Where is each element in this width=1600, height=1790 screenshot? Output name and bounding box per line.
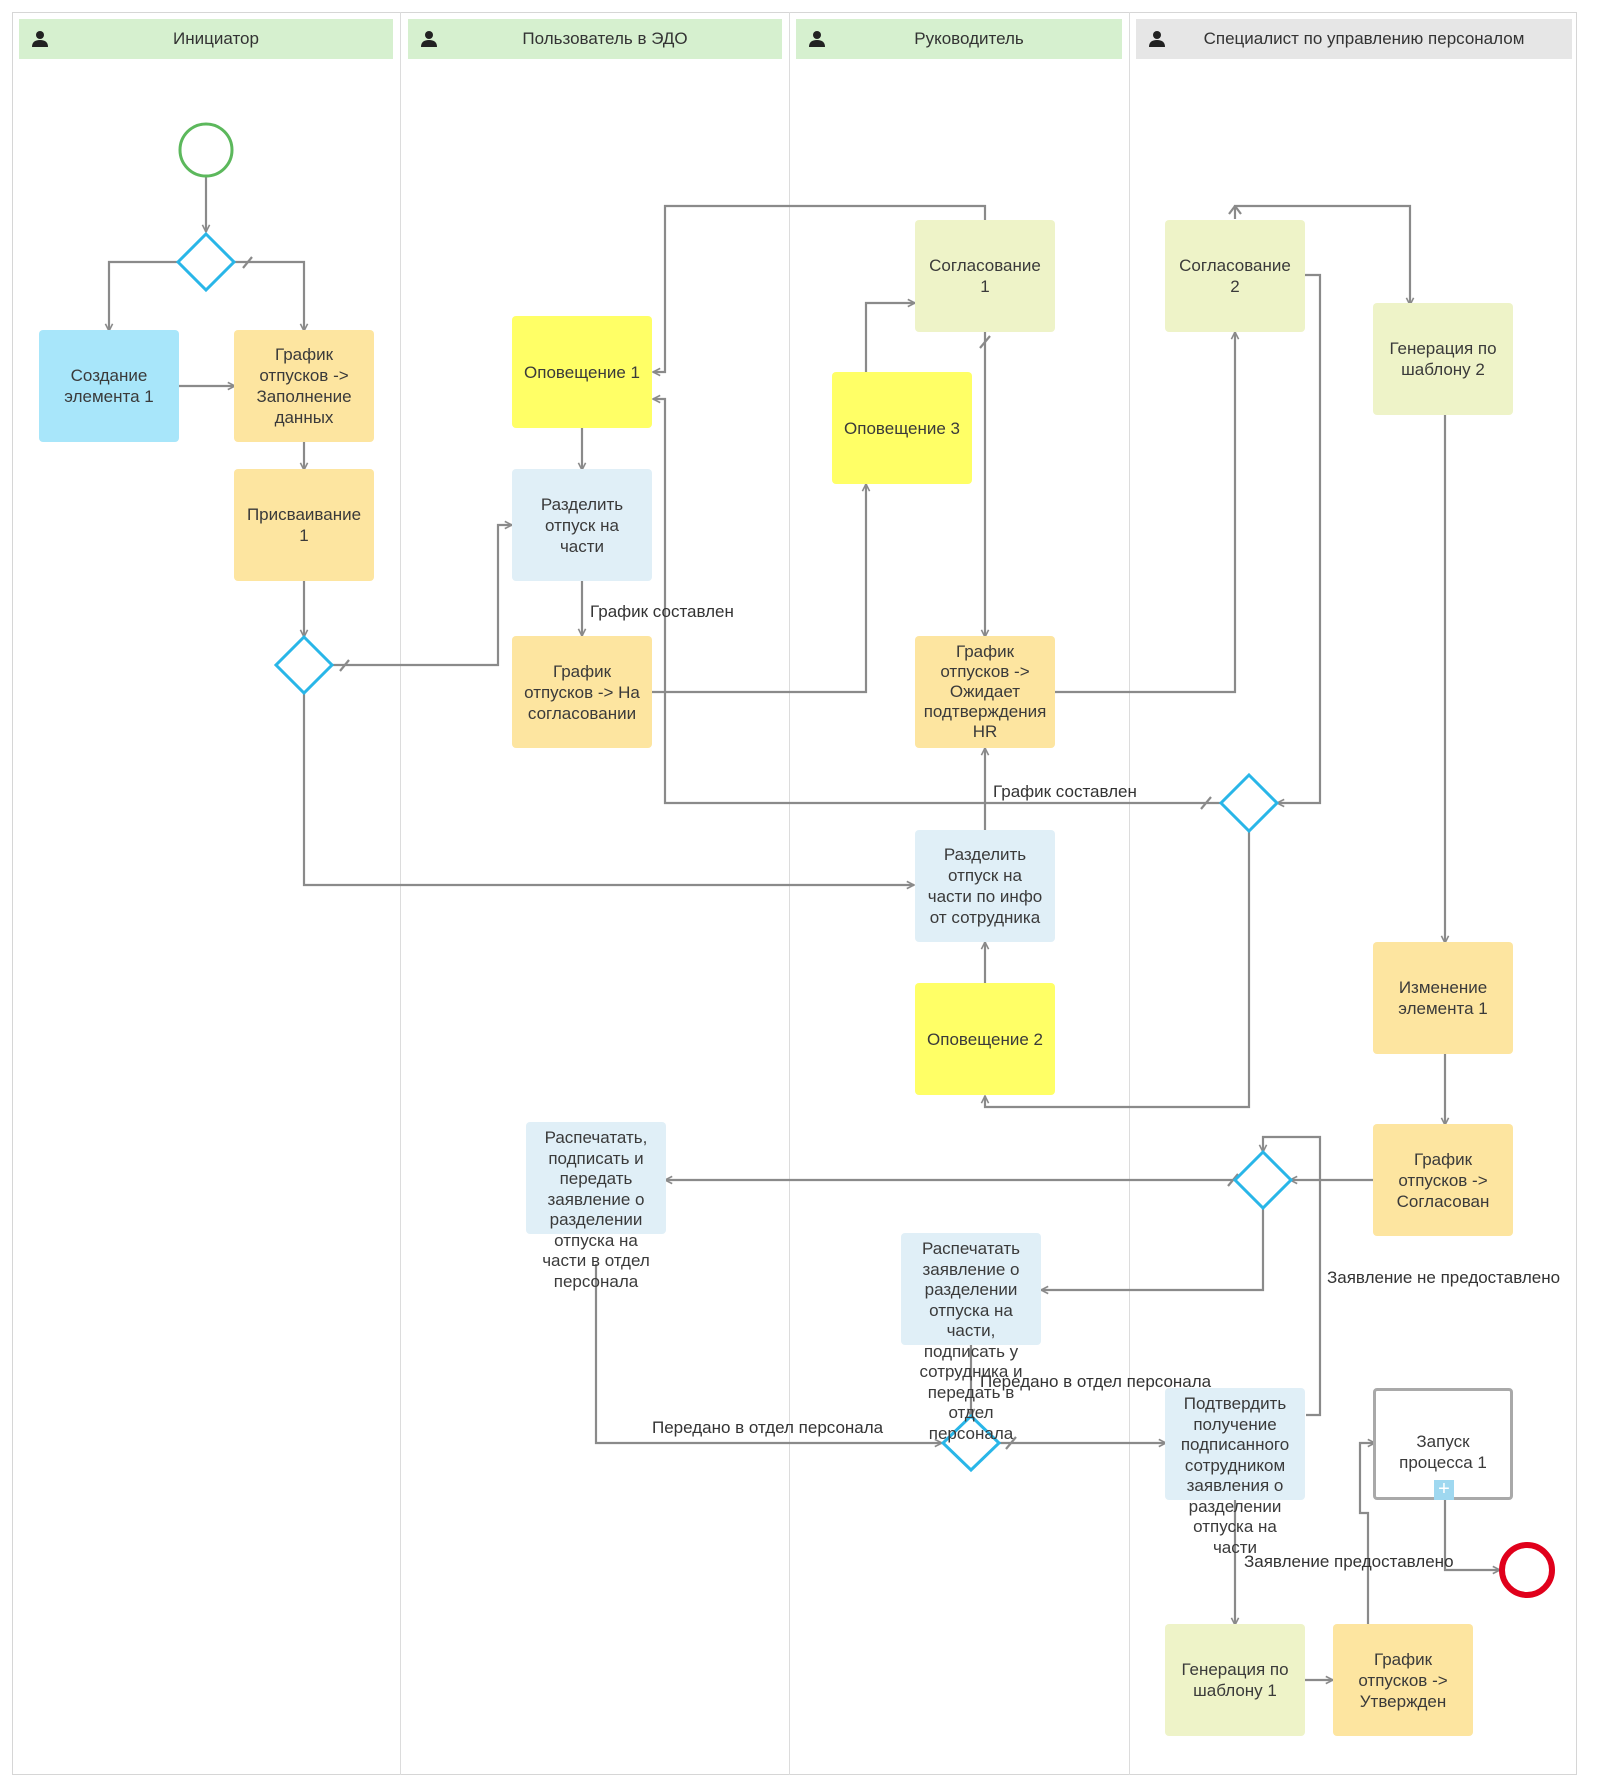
subprocess-label: Запуск процесса 1	[1399, 1432, 1487, 1472]
lane-title: Специалист по управлению персоналом	[1203, 29, 1525, 48]
task-schedule-awaiting-hr[interactable]: График отпусков -> Ожидает подтверждения…	[915, 636, 1055, 748]
lane-title: Руководитель	[914, 29, 1024, 48]
start-event[interactable]	[178, 122, 234, 178]
edge-label: График составлен	[590, 602, 734, 621]
task-split-vacation[interactable]: Разделить отпуск на части	[512, 469, 652, 581]
lane-header-initiator[interactable]: Инициатор	[19, 19, 393, 59]
lane-separator	[400, 12, 401, 1775]
task-change-element[interactable]: Изменение элемента 1	[1373, 942, 1513, 1054]
lane-title: Инициатор	[173, 29, 259, 48]
task-print-sign-employee[interactable]: Распечатать заявление о разделении отпус…	[901, 1233, 1041, 1443]
task-split-by-employee-info[interactable]: Разделить отпуск на части по инфо от сот…	[915, 830, 1055, 942]
gateway[interactable]	[175, 231, 237, 293]
user-icon	[809, 31, 825, 47]
end-event[interactable]	[1499, 1542, 1555, 1598]
task-schedule-fill-data[interactable]: График отпусков -> Заполнение данных	[234, 330, 374, 442]
task-create-element[interactable]: Создание элемента 1	[39, 330, 179, 442]
edge[interactable]	[1228, 205, 1242, 215]
user-icon	[1149, 31, 1165, 47]
edge-label: Заявление предоставлено	[1244, 1552, 1454, 1571]
default-flow-mark	[979, 335, 991, 349]
task-notify-3[interactable]: Оповещение 3	[832, 372, 972, 484]
task-schedule-under-review[interactable]: График отпусков -> На согласовании	[512, 636, 652, 748]
edge[interactable]	[1263, 1135, 1322, 1417]
user-icon	[421, 31, 437, 47]
gateway[interactable]	[1232, 1149, 1294, 1211]
gateway[interactable]	[273, 634, 335, 696]
lane-header-manager[interactable]: Руководитель	[796, 19, 1122, 59]
edge[interactable]	[302, 693, 914, 885]
edge-label: Передано в отдел персонала	[652, 1418, 884, 1437]
diagram-frame	[12, 12, 1577, 1775]
edge[interactable]	[653, 399, 1222, 805]
edge[interactable]	[332, 525, 512, 667]
edge[interactable]	[864, 303, 915, 372]
task-print-sign-submit[interactable]: Распечатать, подписать и передать заявле…	[526, 1122, 666, 1291]
edge[interactable]	[1443, 1500, 1500, 1570]
lane-header-hr[interactable]: Специалист по управлению персоналом	[1136, 19, 1572, 59]
edge[interactable]	[1055, 332, 1235, 694]
default-flow-mark	[1005, 1436, 1017, 1450]
edge[interactable]	[1358, 1443, 1375, 1624]
edge-label: График составлен	[993, 782, 1137, 801]
task-approval-1[interactable]: Согласование 1	[915, 220, 1055, 332]
edge[interactable]	[1041, 1208, 1265, 1290]
lane-separator	[1129, 12, 1130, 1775]
gateway[interactable]	[940, 1413, 1002, 1473]
lane-title: Пользователь в ЭДО	[522, 29, 688, 48]
task-schedule-agreed[interactable]: График отпусков -> Согласован	[1373, 1124, 1513, 1236]
subprocess-start-process[interactable]: Запуск процесса 1 +	[1373, 1388, 1513, 1500]
task-approval-2[interactable]: Согласование 2	[1165, 220, 1305, 332]
task-notify-2[interactable]: Оповещение 2	[915, 983, 1055, 1095]
default-flow-mark	[1200, 796, 1212, 810]
task-assign[interactable]: Присваивание 1	[234, 469, 374, 581]
edge-label: Заявление не предоставлено	[1327, 1268, 1561, 1287]
edge[interactable]	[594, 1264, 942, 1443]
gateway[interactable]	[1218, 772, 1280, 834]
edge[interactable]	[652, 484, 866, 694]
lane-header-edo-user[interactable]: Пользователь в ЭДО	[408, 19, 782, 59]
default-flow-mark	[339, 659, 350, 672]
task-generate-template-1[interactable]: Генерация по шаблону 1	[1165, 1624, 1305, 1736]
edge-label: Передано в отдел персонала	[980, 1372, 1212, 1391]
task-notify-1[interactable]: Оповещение 1	[512, 316, 652, 428]
task-schedule-approved-final[interactable]: График отпусков -> Утвержден	[1333, 1624, 1473, 1736]
edge[interactable]	[1233, 204, 1410, 305]
edge[interactable]	[985, 831, 1251, 1109]
edge[interactable]	[1277, 273, 1322, 803]
user-icon	[32, 31, 48, 47]
default-flow-mark	[242, 256, 253, 269]
expand-icon[interactable]: +	[1434, 1479, 1454, 1500]
task-confirm-receipt[interactable]: Подтвердить получение подписанного сотру…	[1165, 1388, 1305, 1557]
lane-separator	[789, 12, 790, 1775]
edge[interactable]	[234, 260, 304, 331]
edge[interactable]	[109, 260, 179, 331]
task-generate-template-2[interactable]: Генерация по шаблону 2	[1373, 303, 1513, 415]
edge[interactable]	[653, 204, 987, 372]
